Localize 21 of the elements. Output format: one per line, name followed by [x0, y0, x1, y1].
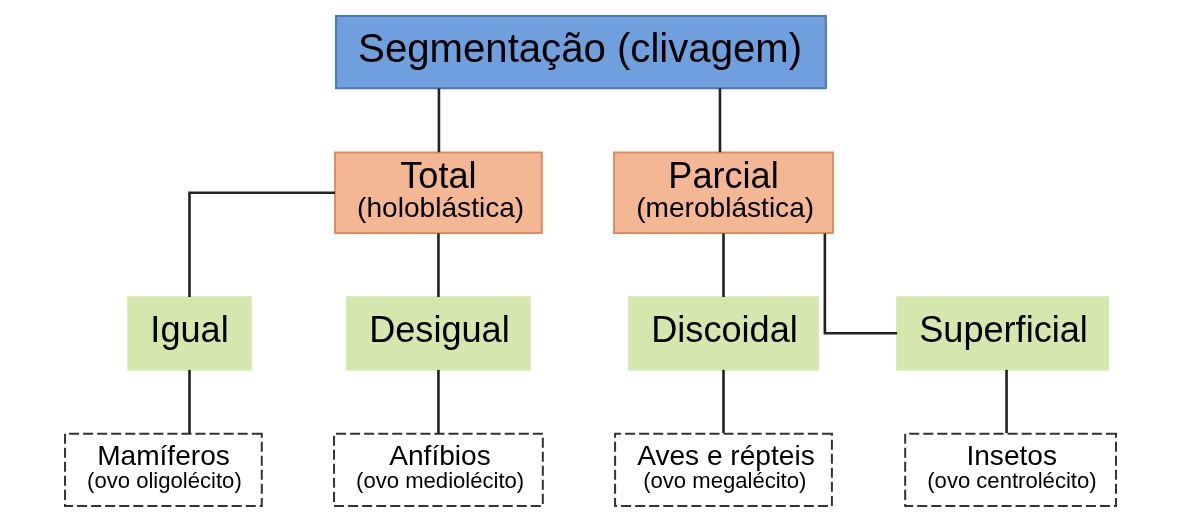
node-box: Aves e répteis (ovo megalécito) [613, 432, 833, 507]
node-box: Total (holoblástica) [333, 151, 543, 234]
connector [436, 233, 440, 297]
node-box: Insetos (ovo centrolécito) [903, 432, 1117, 507]
node-box: Parcial (meroblástica) [612, 151, 834, 234]
connector [436, 369, 440, 434]
node-box: Discoidal [627, 296, 819, 371]
node-box: Anfíbios (ovo mediolécito) [332, 432, 544, 507]
connector [721, 233, 725, 297]
connector [437, 88, 440, 153]
connector [823, 233, 897, 335]
connector [721, 369, 725, 434]
connector [187, 191, 335, 298]
node-box: Mamíferos (ovo oligolécito) [63, 432, 263, 507]
connector [718, 88, 721, 153]
node-box: Superficial [895, 296, 1109, 371]
connector [1004, 369, 1008, 434]
node-box: Segmentação (clivagem) [334, 15, 827, 90]
connector [187, 369, 191, 434]
node-box: Igual [126, 296, 252, 371]
node-box: Desigual [345, 296, 531, 371]
